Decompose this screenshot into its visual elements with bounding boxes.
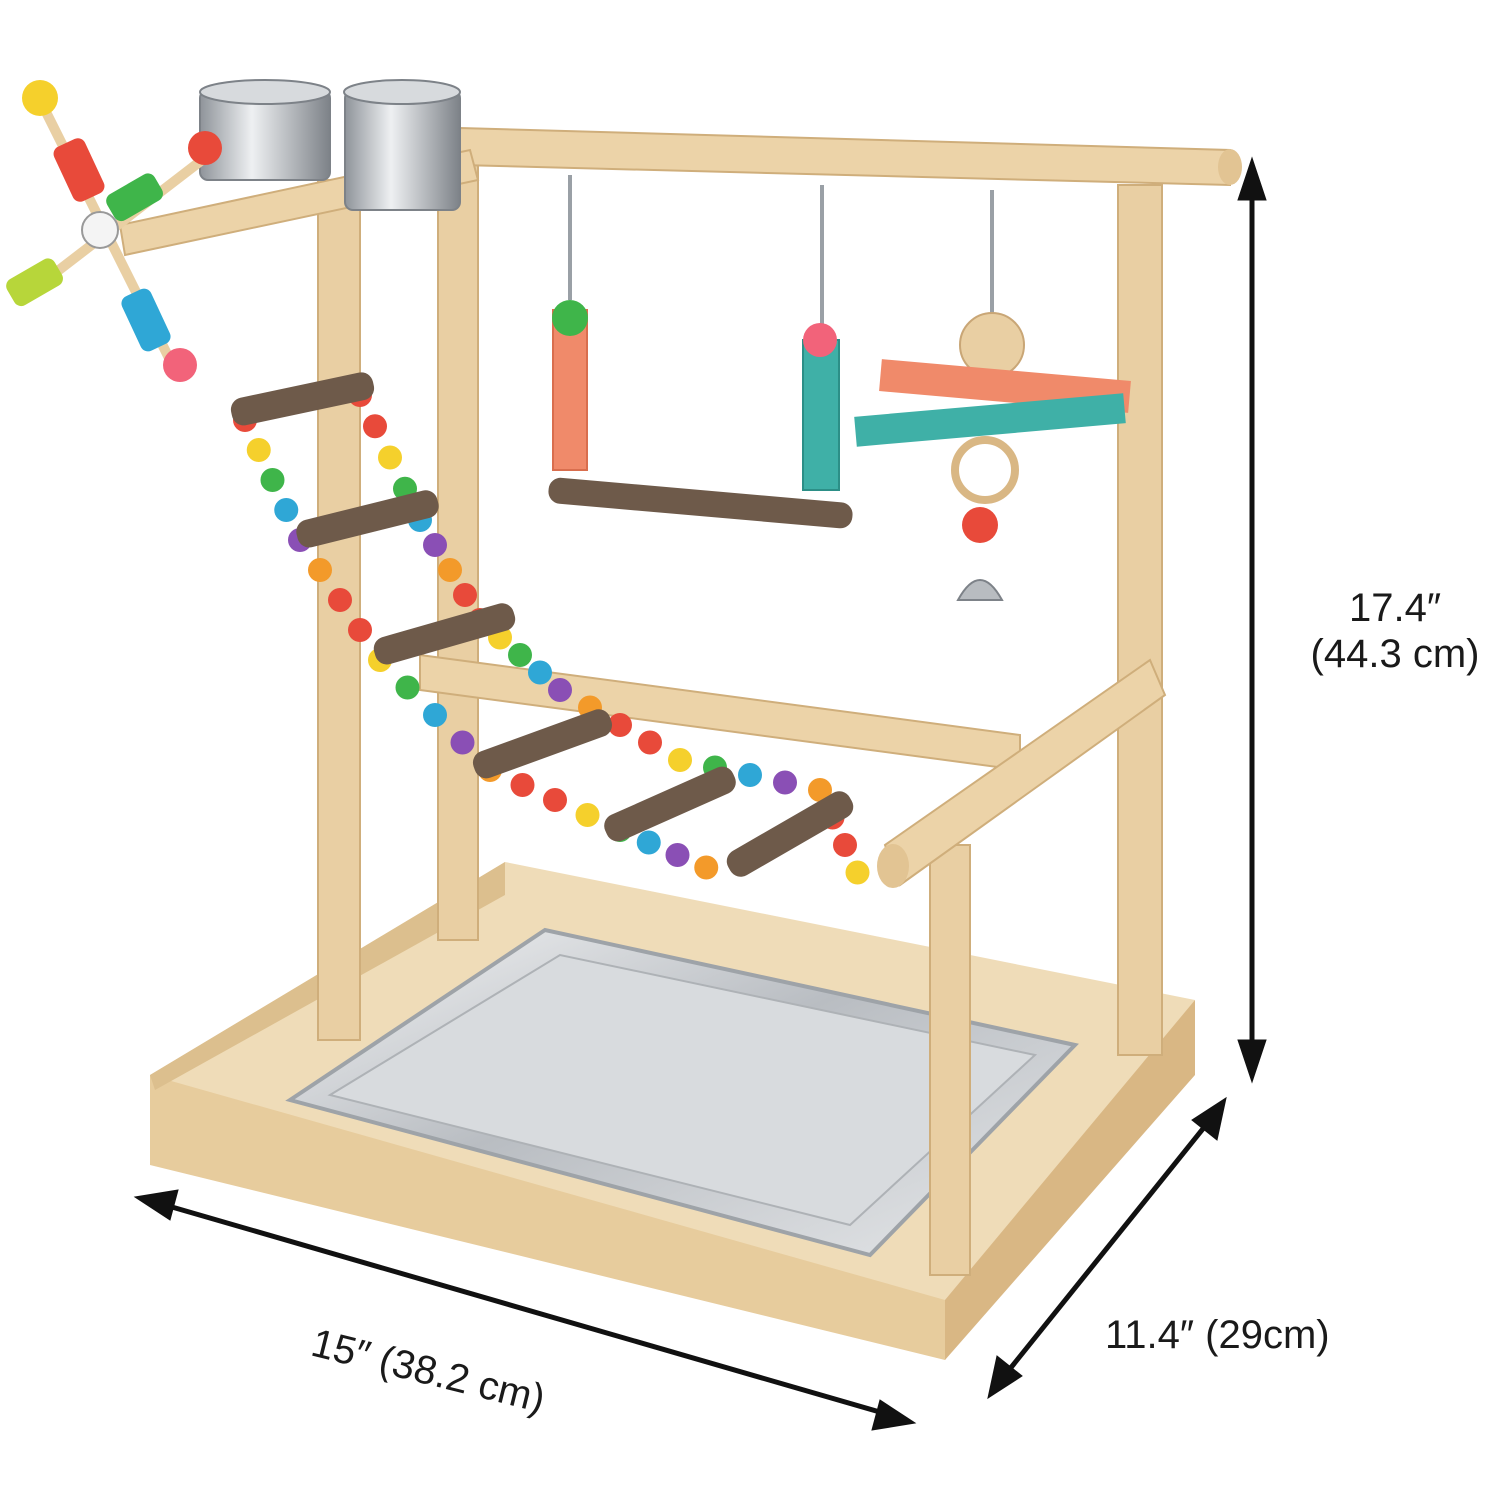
- height-dimension-label: 17.4″ (44.3 cm): [1290, 585, 1497, 677]
- bead: [395, 675, 420, 700]
- bead: [738, 763, 762, 787]
- bead: [575, 803, 600, 827]
- bead: [548, 678, 572, 702]
- bead: [665, 843, 690, 867]
- bead: [833, 833, 857, 857]
- side-perch: [877, 658, 1167, 888]
- bead: [308, 558, 332, 582]
- steel-cups: [199, 79, 461, 211]
- bead: [638, 730, 662, 755]
- bead: [808, 778, 832, 802]
- bead: [423, 533, 447, 557]
- bead: [450, 730, 475, 755]
- bead: [363, 414, 387, 439]
- height-cm-text: (44.3 cm): [1310, 632, 1480, 676]
- bead: [694, 855, 719, 880]
- bead: [508, 643, 532, 667]
- hanging-swing: [548, 175, 853, 529]
- bead: [636, 830, 661, 855]
- width-arrow: [133, 1189, 917, 1431]
- height-arrow: [1237, 156, 1267, 1084]
- ladder-rungs: [230, 372, 854, 877]
- bead: [845, 860, 870, 885]
- depth-dimension-label: 11.4″ (29cm): [1105, 1313, 1330, 1357]
- top-perch: [459, 126, 1242, 187]
- bead: [378, 445, 402, 470]
- depth-arrow: [987, 1096, 1227, 1400]
- bead: [328, 588, 352, 612]
- bead: [423, 703, 447, 727]
- steel-tray: [285, 927, 1079, 1258]
- bead: [348, 618, 372, 642]
- bead: [246, 438, 271, 462]
- bead: [274, 498, 299, 522]
- bead: [260, 468, 285, 492]
- bead: [543, 788, 567, 812]
- hanging-bell-toy: [854, 190, 1131, 601]
- bead: [608, 713, 632, 737]
- bead: [438, 558, 462, 582]
- bead: [773, 770, 797, 795]
- height-inch-text: 17.4″: [1348, 586, 1441, 630]
- bead: [668, 748, 692, 772]
- bead: [528, 660, 552, 685]
- bead: [453, 583, 477, 607]
- bead: [510, 773, 535, 797]
- windmill-toy: [6, 80, 222, 382]
